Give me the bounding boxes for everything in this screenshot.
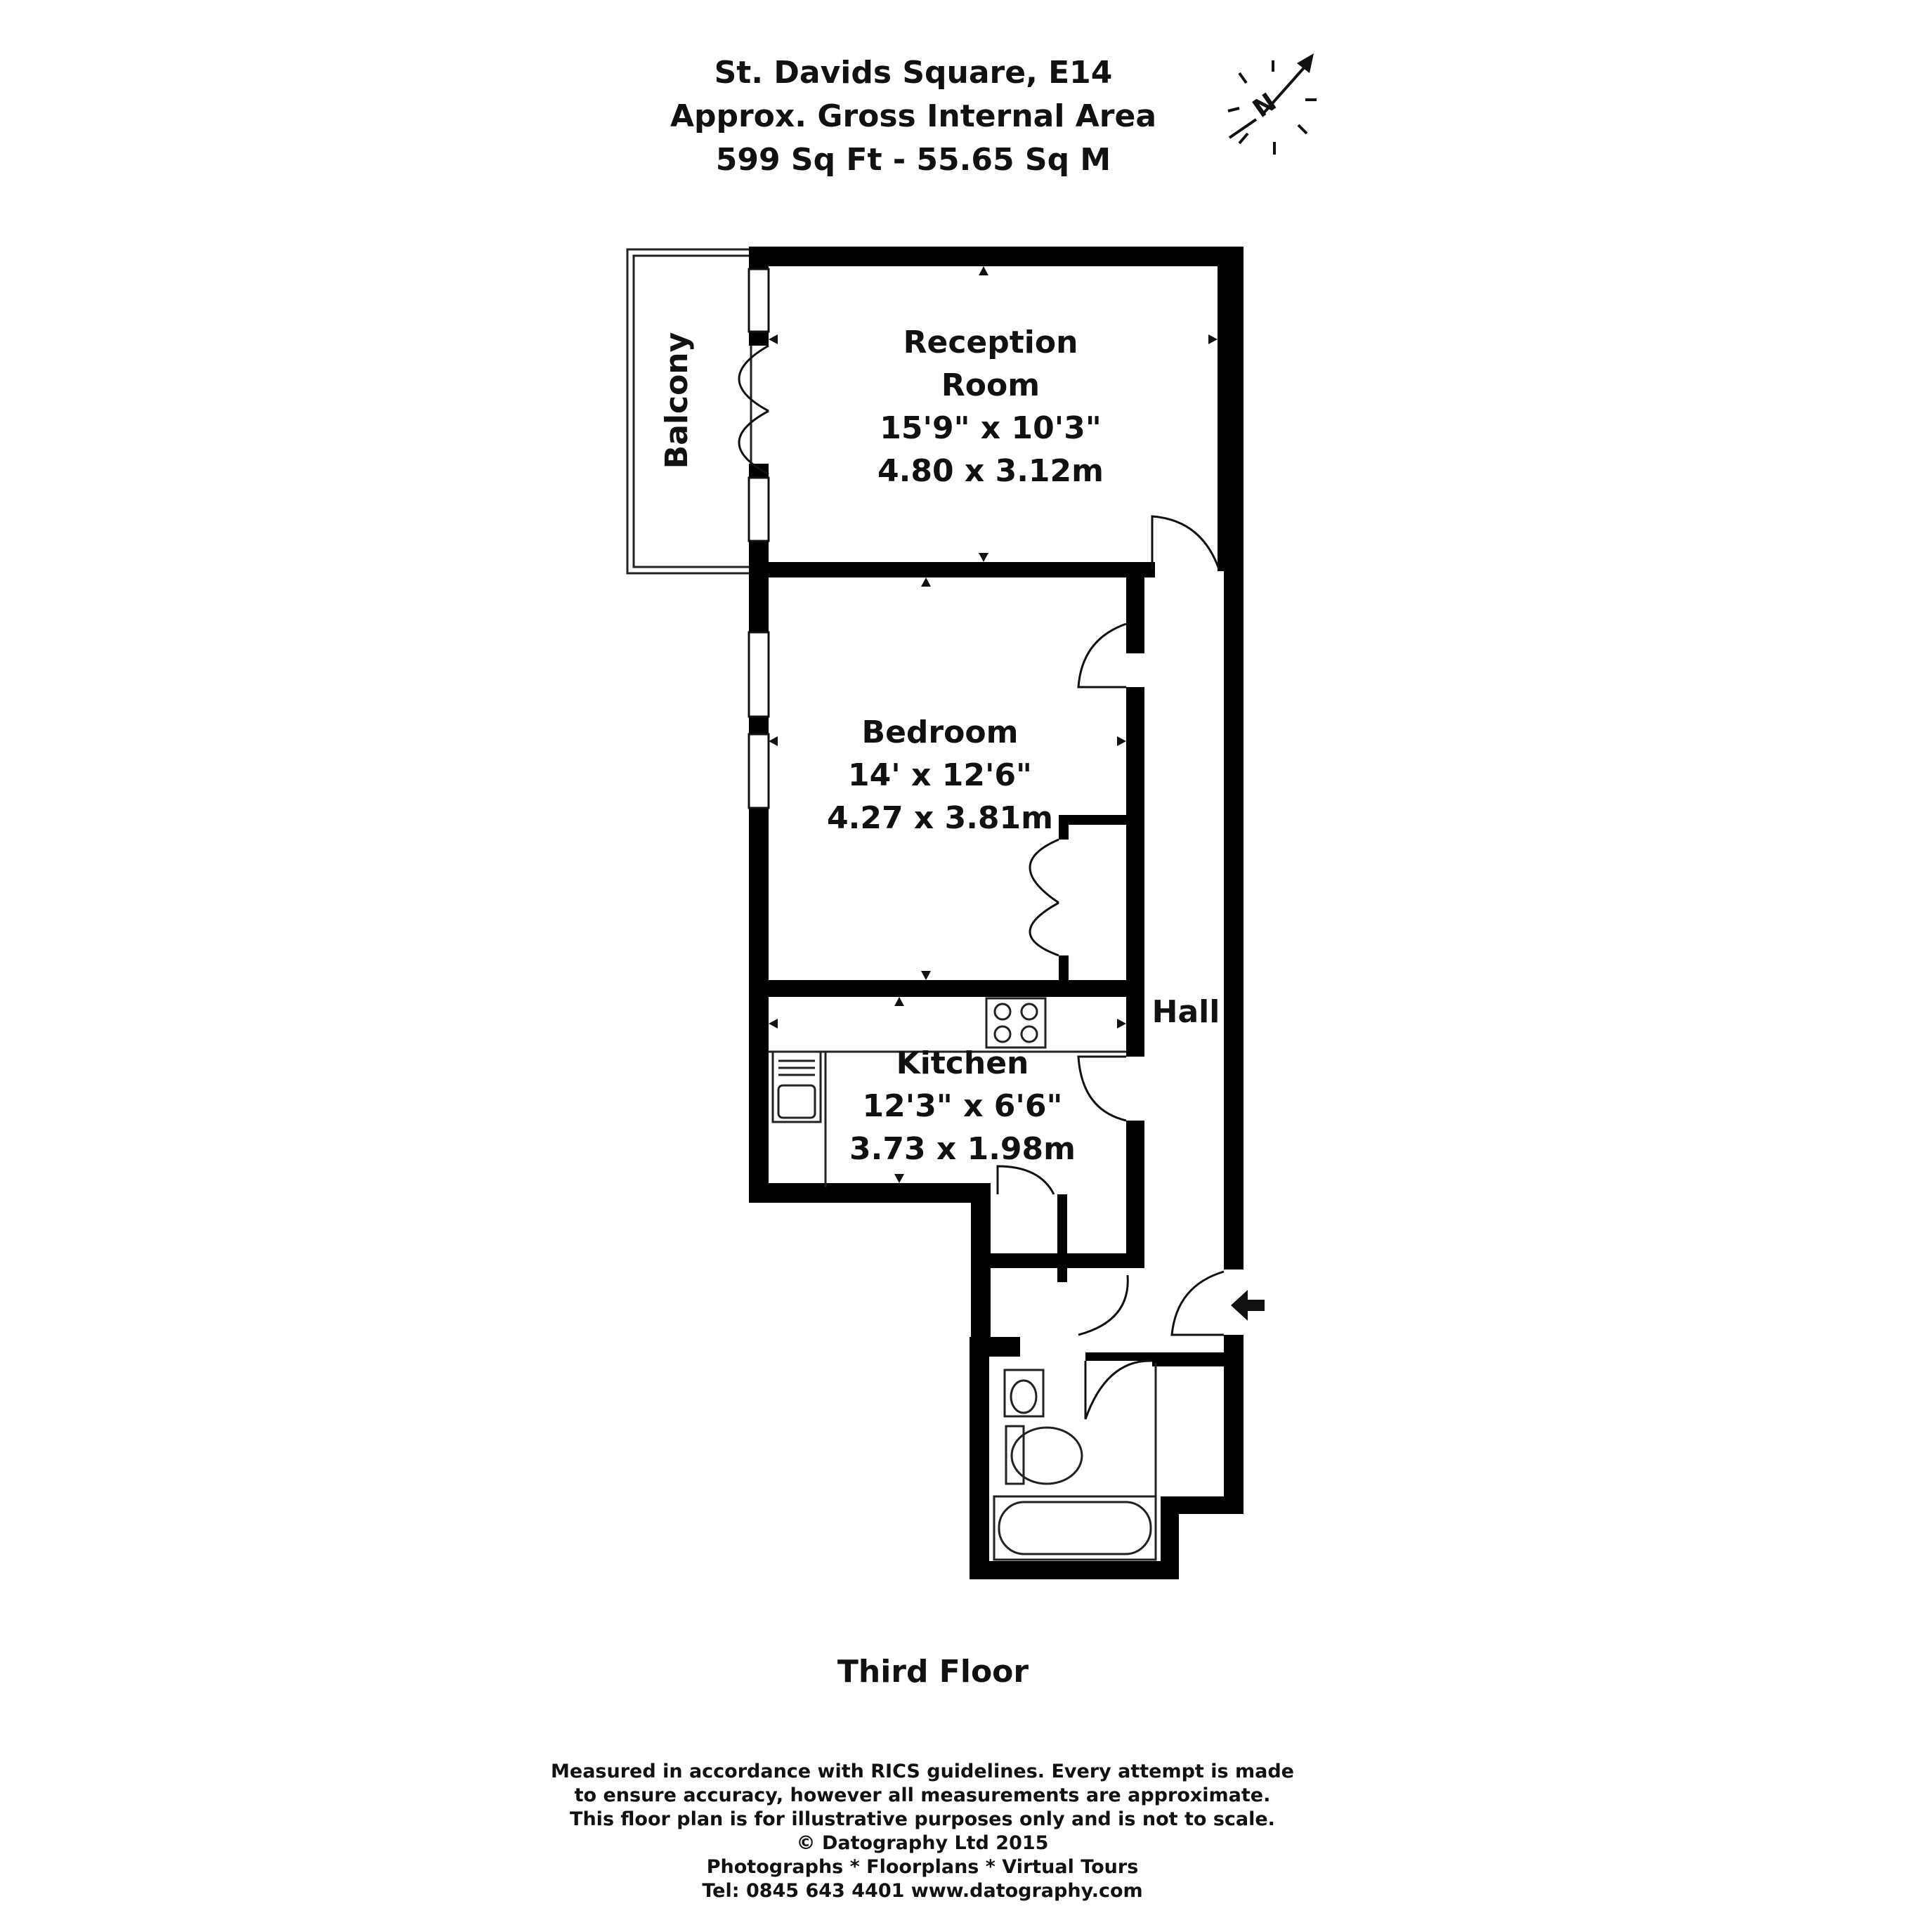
doors <box>738 344 1225 1420</box>
dimension-markers <box>769 266 1218 1183</box>
walls <box>749 247 1244 1579</box>
reception-door <box>1151 515 1220 570</box>
reception-metric: 4.80 x 3.12m <box>877 453 1104 489</box>
kitchen-name: Kitchen <box>896 1045 1029 1081</box>
north-arrow-icon: N <box>1227 53 1317 155</box>
footer-line-3: This floor plan is for illustrative purp… <box>570 1808 1275 1830</box>
kitchen-door <box>1077 1055 1127 1122</box>
footer: Measured in accordance with RICS guideli… <box>551 1761 1294 1902</box>
bedroom-imperial: 14' x 12'6" <box>848 757 1032 793</box>
store-door <box>1078 1274 1129 1336</box>
bath-icon <box>993 1495 1157 1561</box>
bathroom-door <box>1084 1359 1153 1420</box>
room-labels: Reception Room 15'9" x 10'3" 4.80 x 3.12… <box>827 325 1220 1167</box>
balcony-label: Balcony <box>659 332 695 469</box>
footer-line-1: Measured in accordance with RICS guideli… <box>551 1761 1294 1782</box>
entrance-arrow-icon <box>1231 1290 1265 1321</box>
reception-imperial: 15'9" x 10'3" <box>880 410 1102 446</box>
basin-icon <box>1003 1369 1045 1418</box>
kitchen-imperial: 12'3" x 6'6" <box>863 1088 1063 1124</box>
balcony-door-top <box>738 344 769 412</box>
hall-label: Hall <box>1152 994 1220 1030</box>
compass-n-label: N <box>1248 88 1281 124</box>
floor-label: Third Floor <box>837 1654 1029 1690</box>
header: St. Davids Square, E14 Approx. Gross Int… <box>670 55 1156 178</box>
footer-line-4: © Datography Ltd 2015 <box>797 1832 1049 1854</box>
wardrobe-door-bottom <box>1029 901 1059 957</box>
cupboard-door <box>996 1165 1055 1195</box>
kitchen-metric: 3.73 x 1.98m <box>849 1131 1076 1167</box>
sink-icon <box>771 1050 822 1123</box>
entrance-door <box>1170 1270 1225 1336</box>
area-label: Approx. Gross Internal Area <box>670 98 1156 134</box>
wardrobe-door-top <box>1029 838 1059 904</box>
toilet-cistern-icon <box>1005 1425 1025 1485</box>
reception-name-line1: Reception <box>903 325 1078 360</box>
reception-name-line2: Room <box>941 367 1040 403</box>
toilet-bowl-icon <box>1010 1426 1083 1485</box>
hob-icon <box>985 997 1047 1049</box>
bedroom-name: Bedroom <box>862 714 1019 750</box>
area-value: 599 Sq Ft - 55.65 Sq M <box>716 142 1111 178</box>
windows <box>748 268 770 809</box>
footer-line-6: Tel: 0845 643 4401 www.datography.com <box>702 1880 1142 1902</box>
bedroom-door <box>1077 622 1127 688</box>
footer-line-5: Photographs * Floorplans * Virtual Tours <box>707 1856 1139 1878</box>
address-title: St. Davids Square, E14 <box>714 55 1113 91</box>
footer-line-2: to ensure accuracy, however all measurem… <box>575 1784 1271 1806</box>
bedroom-metric: 4.27 x 3.81m <box>827 800 1053 836</box>
balcony: Balcony <box>626 248 752 575</box>
balcony-door-bottom <box>738 410 769 476</box>
fixtures <box>769 997 1157 1561</box>
